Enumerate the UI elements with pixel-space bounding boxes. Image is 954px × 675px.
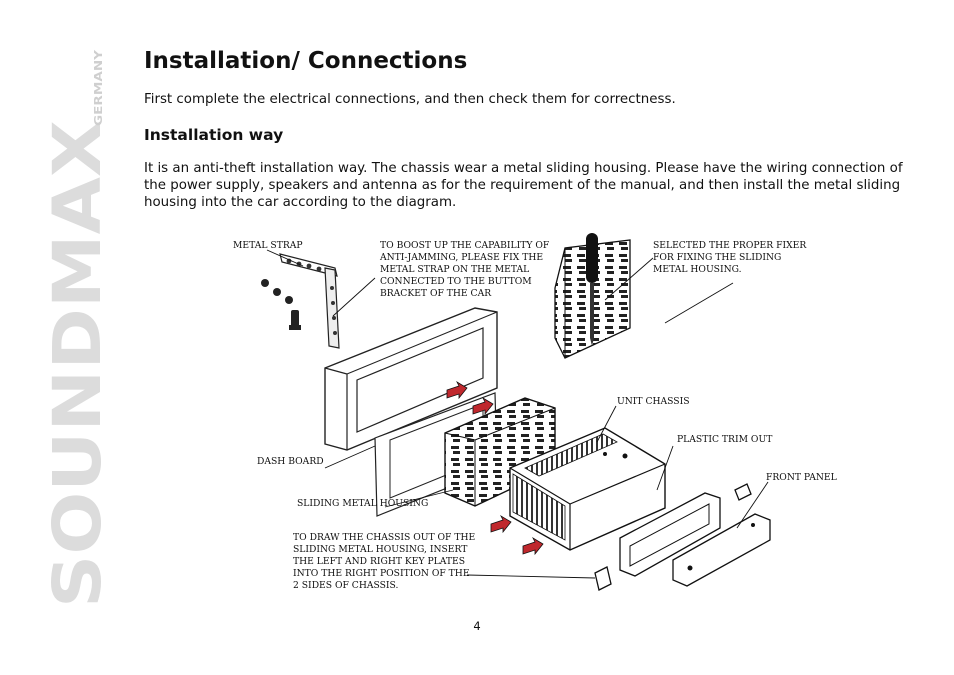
unit-chassis <box>509 427 666 551</box>
label-boost-4: CONNECTED TO THE BUTTOM <box>380 276 532 287</box>
label-dash-board: DASH BOARD <box>257 456 324 467</box>
plastic-trim <box>619 492 721 577</box>
brand-name: SOUNDMAX <box>44 120 110 608</box>
label-draw-2: SLIDING METAL HOUSING, INSERT <box>293 544 468 555</box>
arrow-4 <box>522 536 544 556</box>
screws <box>261 279 301 330</box>
metal-strap <box>279 253 340 349</box>
label-draw-1: TO DRAW THE CHASSIS OUT OF THE <box>293 532 475 543</box>
page-number: 4 <box>473 619 481 633</box>
brand-logo: SOUNDMAX GERMANY <box>44 46 110 611</box>
label-boost-1: TO BOOST UP THE CAPABILITY OF <box>380 240 549 251</box>
arrow-3 <box>490 514 512 534</box>
body-paragraph: It is an anti-theft installation way. Th… <box>144 161 903 210</box>
diagram-labels: METAL STRAP TO BOOST UP THE CAPABILITY O… <box>233 240 837 591</box>
insert-arrows <box>446 380 544 556</box>
dash-board <box>324 307 498 451</box>
label-sliding-housing: SLIDING METAL HOUSING <box>297 498 428 509</box>
label-boost-2: ANTI-JAMMING, PLEASE FIX THE <box>379 252 543 263</box>
label-fixer-1: SELECTED THE PROPER FIXER <box>653 240 807 251</box>
label-draw-3: THE LEFT AND RIGHT KEY PLATES <box>293 556 465 567</box>
label-draw-5: 2 SIDES OF CHASSIS. <box>293 580 399 591</box>
key-plates <box>594 483 752 591</box>
label-plastic-trim: PLASTIC TRIM OUT <box>677 434 773 445</box>
screwdriver-detail <box>554 233 631 359</box>
label-fixer-3: METAL HOUSING. <box>653 264 742 275</box>
installation-diagram: METAL STRAP TO BOOST UP THE CAPABILITY O… <box>225 228 845 608</box>
label-boost-3: METAL STRAP ON THE METAL <box>380 264 529 275</box>
arrow-2 <box>472 396 494 416</box>
page-title: Installation/ Connections <box>144 48 468 74</box>
arrow-1 <box>446 380 468 400</box>
label-unit-chassis: UNIT CHASSIS <box>617 396 690 407</box>
leader-lines <box>266 249 769 579</box>
front-panel <box>672 513 771 587</box>
intro-text: First complete the electrical connection… <box>144 92 676 107</box>
label-fixer-2: FOR FIXING THE SLIDING <box>653 252 781 263</box>
brand-country: GERMANY <box>92 49 105 126</box>
label-draw-4: INTO THE RIGHT POSITION OF THE <box>293 568 470 579</box>
section-title: Installation way <box>144 126 284 144</box>
label-boost-5: BRACKET OF THE CAR <box>380 288 492 299</box>
label-metal-strap: METAL STRAP <box>233 240 303 251</box>
label-front-panel: FRONT PANEL <box>766 472 837 483</box>
